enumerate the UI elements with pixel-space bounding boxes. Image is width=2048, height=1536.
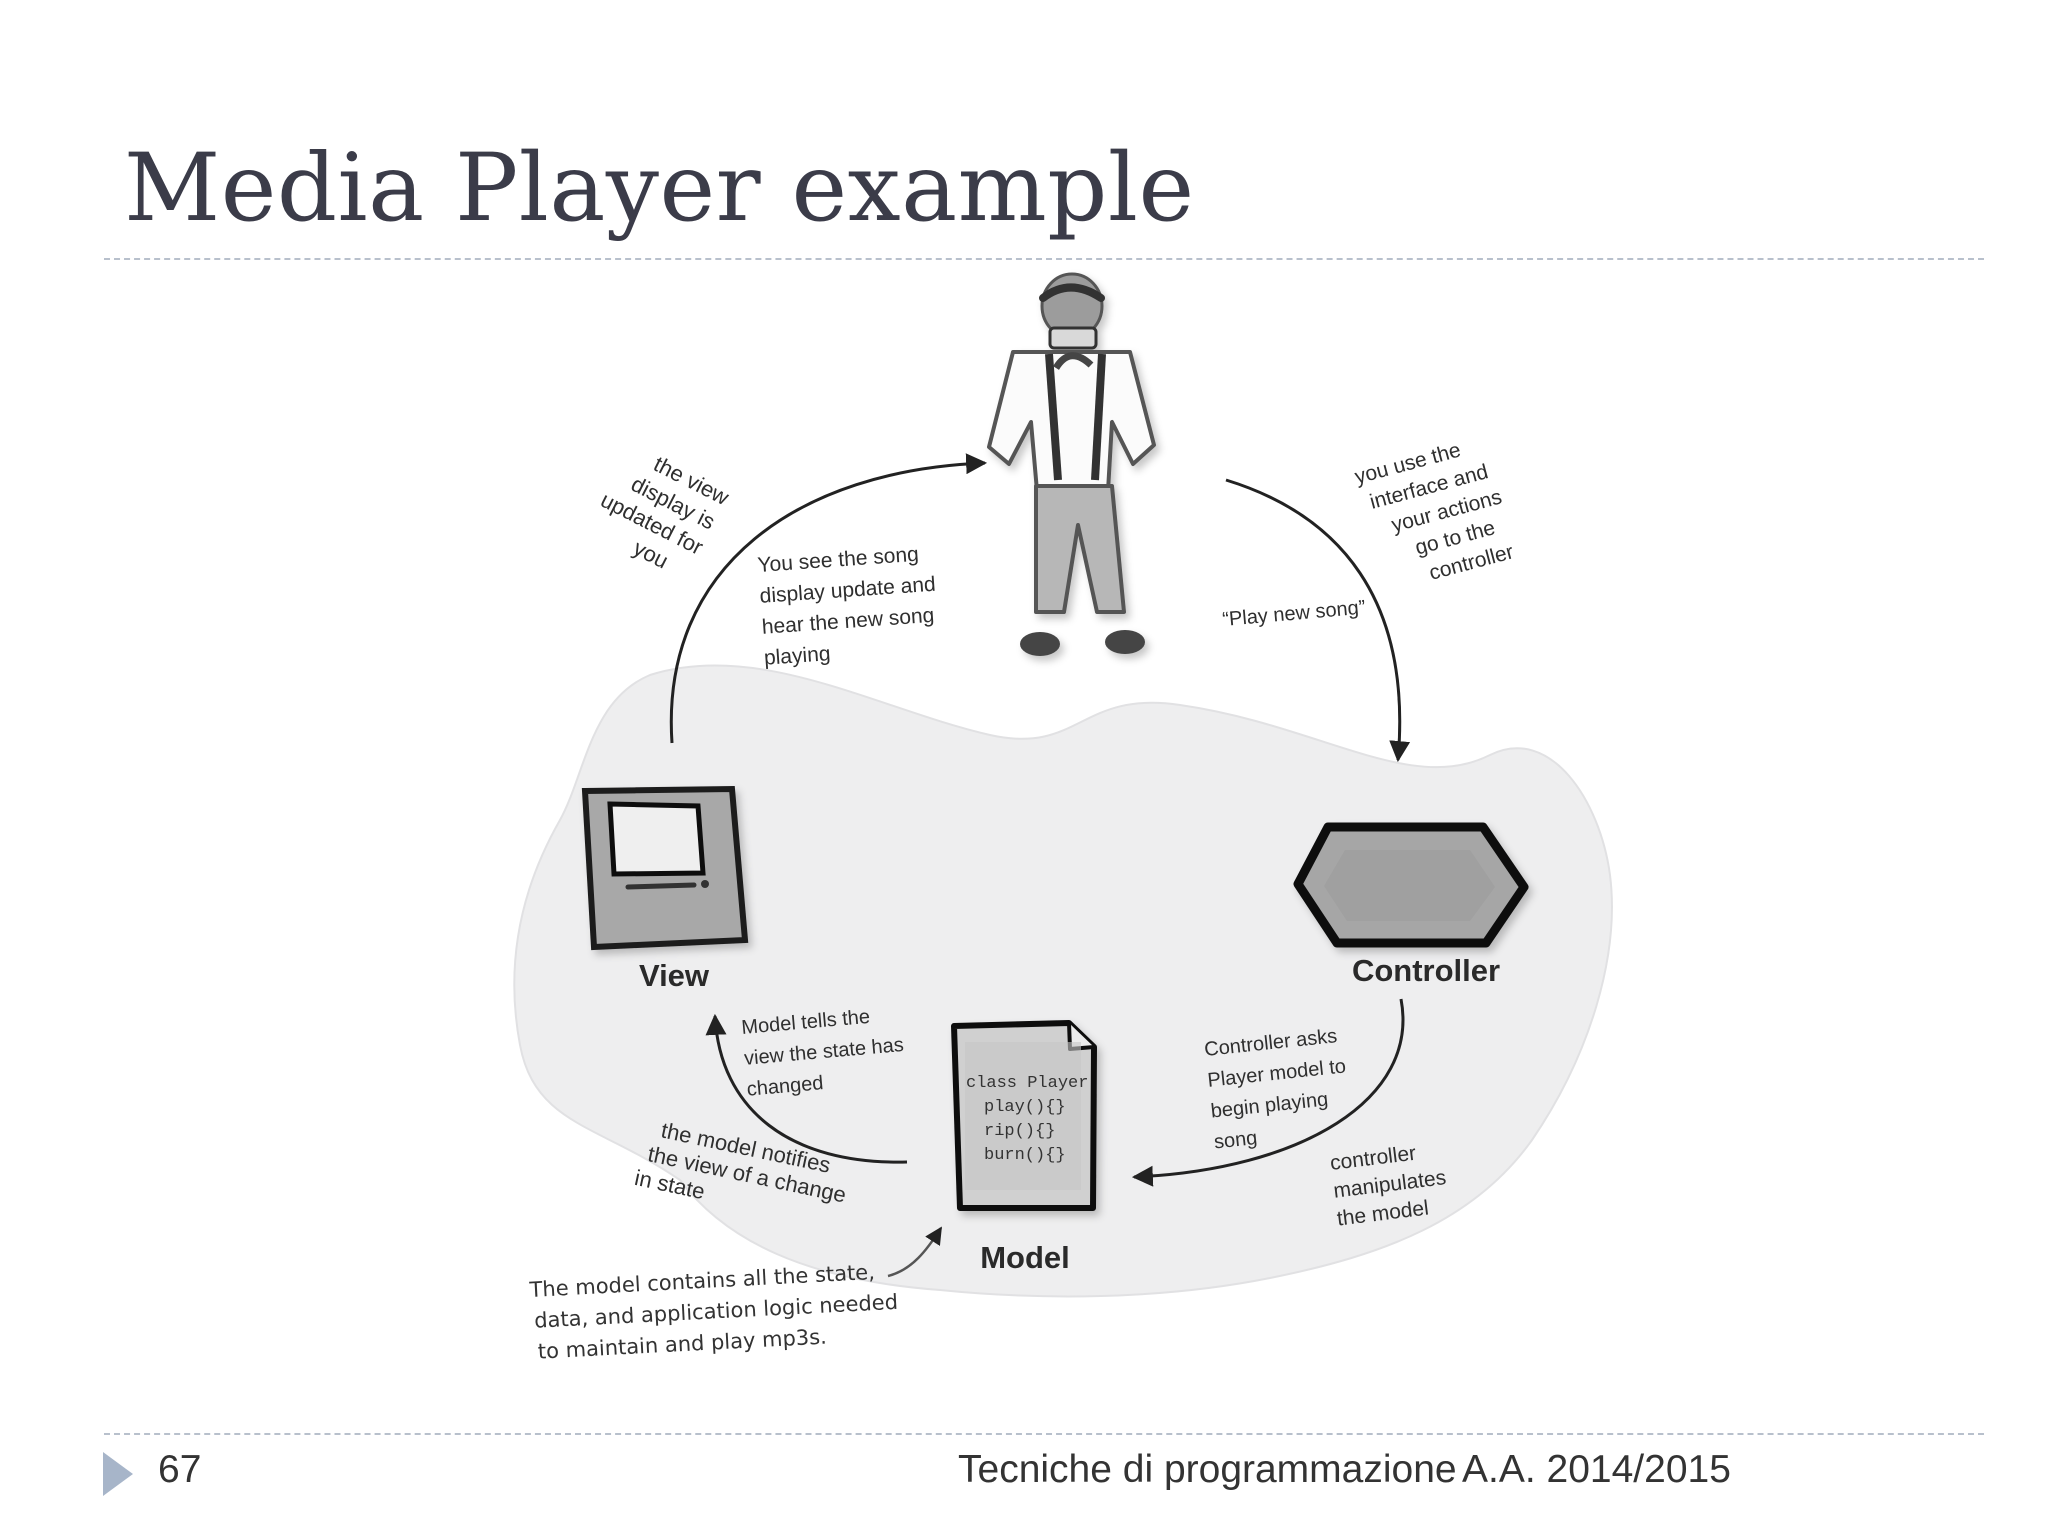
annotation-play-new-song: “Play new song” bbox=[1222, 597, 1367, 631]
annotation-you-see-song-line-2: display update and bbox=[759, 573, 936, 608]
footer-divider bbox=[104, 1433, 1984, 1435]
arrow-model-to-view bbox=[705, 1013, 908, 1164]
annotation-model-contains-line-3: to maintain and play mp3s. bbox=[537, 1325, 827, 1364]
annotation-you-see-song: You see the song display update and hear… bbox=[757, 543, 937, 670]
page-number: 67 bbox=[158, 1448, 202, 1491]
controller-label: Controller bbox=[1352, 953, 1500, 988]
annotation-controller-asks-line-4: song bbox=[1213, 1127, 1258, 1153]
person-icon bbox=[987, 272, 1156, 656]
model-code: class Player play(){} rip(){} burn(){} bbox=[966, 1074, 1088, 1165]
title-divider bbox=[104, 258, 1984, 260]
academic-year: A.A. 2014/2015 bbox=[1462, 1448, 1731, 1491]
model-code-line-1: class Player bbox=[966, 1074, 1088, 1093]
footer-triangle-icon bbox=[103, 1452, 133, 1496]
model-code-line-3: rip(){} bbox=[984, 1122, 1055, 1141]
annotation-view-display-updated: the view display is updated for you bbox=[597, 451, 733, 573]
annotation-you-see-song-line-3: hear the new song bbox=[761, 604, 935, 639]
annotation-you-use-interface: you use the interface and your actions g… bbox=[1352, 439, 1516, 585]
model-code-line-4: burn(){} bbox=[984, 1146, 1066, 1165]
arrow-user-to-controller bbox=[1225, 478, 1411, 763]
model-label: Model bbox=[980, 1240, 1070, 1275]
hexagon-icon bbox=[1293, 822, 1529, 948]
arrow-controller-to-model bbox=[1131, 998, 1405, 1187]
course-name: Tecniche di programmazione bbox=[958, 1448, 1457, 1491]
annotation-you-see-song-line-4: playing bbox=[763, 642, 831, 670]
view-label: View bbox=[639, 958, 710, 993]
document-icon bbox=[951, 1020, 1097, 1211]
model-code-line-2: play(){} bbox=[984, 1098, 1066, 1117]
page-title: Media Player example bbox=[124, 134, 1195, 243]
arrow-view-to-user bbox=[669, 453, 988, 744]
annotation-you-see-song-line-1: You see the song bbox=[757, 543, 920, 577]
arrow-note-to-model bbox=[887, 1226, 943, 1278]
monitor-icon bbox=[581, 785, 749, 951]
annotation-model-contains: The model contains all the state, data, … bbox=[528, 1260, 899, 1364]
